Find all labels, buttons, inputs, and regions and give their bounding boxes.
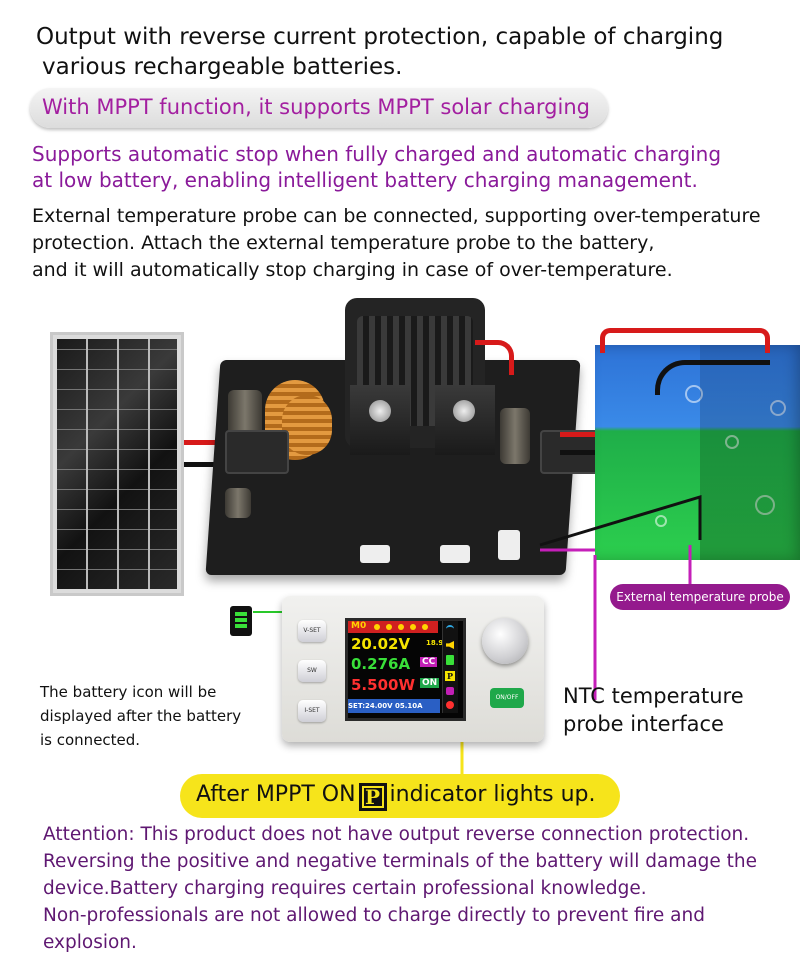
dot-icon	[422, 624, 428, 630]
headline-line1: Output with reverse current protection, …	[36, 24, 724, 50]
attention-line5: explosion.	[43, 932, 137, 953]
ntc-label: NTC temperature probe interface	[563, 682, 744, 738]
status-column	[442, 621, 458, 713]
battery-red-cable	[600, 328, 770, 353]
inductor-coil-image-2	[282, 395, 332, 455]
attention-line3: device.Battery charging requires certain…	[43, 878, 647, 899]
ntc-connector-image	[498, 530, 520, 560]
external-probe-label: External temperature probe	[610, 584, 790, 610]
battery-icon-note: The battery icon will be displayed after…	[40, 680, 241, 752]
lock-icon	[446, 687, 454, 695]
auto-stop-text: Supports automatic stop when fully charg…	[32, 141, 721, 193]
mode-label: M0	[351, 621, 367, 631]
dot-icon	[398, 624, 404, 630]
red-output-wire	[560, 432, 600, 437]
battery-note-line2: displayed after the battery	[40, 707, 242, 725]
mppt-banner-text: With MPPT function, it supports MPPT sol…	[42, 95, 590, 119]
battery-black-cable	[655, 360, 770, 395]
input-terminal-image	[225, 430, 289, 474]
on-badge: ON	[420, 678, 440, 688]
solar-panel-image	[50, 332, 184, 596]
mppt-p-indicator-icon: P	[358, 783, 387, 811]
capacitor-image-3	[225, 488, 251, 518]
temperature-line3: and it will automatically stop charging …	[32, 259, 673, 281]
battery-note-line1: The battery icon will be	[40, 683, 217, 701]
attention-line1: Attention: This product does not have ou…	[43, 824, 750, 845]
temperature-line2: protection. Attach the external temperat…	[32, 232, 655, 254]
temperature-line1: External temperature probe can be connec…	[32, 205, 761, 227]
attention-line4: Non-professionals are not allowed to cha…	[43, 905, 705, 926]
dot-icon	[386, 624, 392, 630]
current-readout: 0.276A	[351, 655, 411, 673]
mppt-indicator-before: After MPPT ON	[196, 782, 356, 807]
ntc-label-line2: probe interface	[563, 712, 724, 736]
battery-icon	[230, 606, 252, 636]
rotary-knob[interactable]	[482, 618, 528, 664]
headline: Output with reverse current protection, …	[36, 22, 723, 82]
capacitor-image	[228, 390, 262, 436]
sw-button[interactable]: SW	[298, 660, 326, 682]
attention-text: Attention: This product does not have ou…	[43, 821, 757, 956]
fan-wire	[475, 340, 514, 375]
black-output-wire	[560, 450, 600, 455]
temp-readout: 18.9	[426, 639, 444, 647]
iset-button[interactable]: I-SET	[298, 700, 326, 722]
auto-stop-line1: Supports automatic stop when fully charg…	[32, 142, 722, 166]
mppt-banner: With MPPT function, it supports MPPT sol…	[30, 88, 608, 128]
connector-image-2	[360, 545, 390, 563]
lcd-screen: M0 20.02V 18.9 0.276A CC 5.500W ON SET:2…	[345, 618, 466, 721]
auto-stop-line2: at low battery, enabling intelligent bat…	[32, 168, 698, 192]
attention-line2: Reversing the positive and negative term…	[43, 851, 758, 872]
wifi-icon	[446, 625, 454, 633]
ntc-label-line1: NTC temperature	[563, 684, 744, 708]
screen-battery-icon	[446, 655, 454, 665]
voltage-readout: 20.02V	[351, 635, 411, 653]
dot-icon	[374, 624, 380, 630]
battery-note-line3: is connected.	[40, 731, 141, 749]
vset-button[interactable]: V-SET	[298, 620, 326, 642]
temperature-text: External temperature probe can be connec…	[32, 203, 761, 284]
capacitor-image-2	[500, 408, 530, 464]
screw-icon-2	[453, 400, 475, 422]
power-readout: 5.500W	[351, 676, 415, 694]
setpoint-bar: SET:24.00V 05.10A	[348, 699, 440, 713]
mppt-indicator-after: indicator lights up.	[389, 782, 596, 807]
onoff-button[interactable]: ON/OFF	[490, 688, 524, 708]
dot-icon	[410, 624, 416, 630]
fan-status-icon	[446, 701, 454, 709]
connector-image	[440, 545, 470, 563]
mode-bar	[348, 621, 438, 633]
cc-badge: CC	[420, 657, 438, 667]
screw-icon	[369, 400, 391, 422]
display-module: V-SET SW I-SET M0 20.02V 18.9 0.276A CC …	[282, 596, 544, 742]
mppt-p-icon: P	[445, 671, 455, 681]
speaker-icon	[446, 641, 454, 649]
headline-line2: various rechargeable batteries.	[42, 54, 403, 80]
